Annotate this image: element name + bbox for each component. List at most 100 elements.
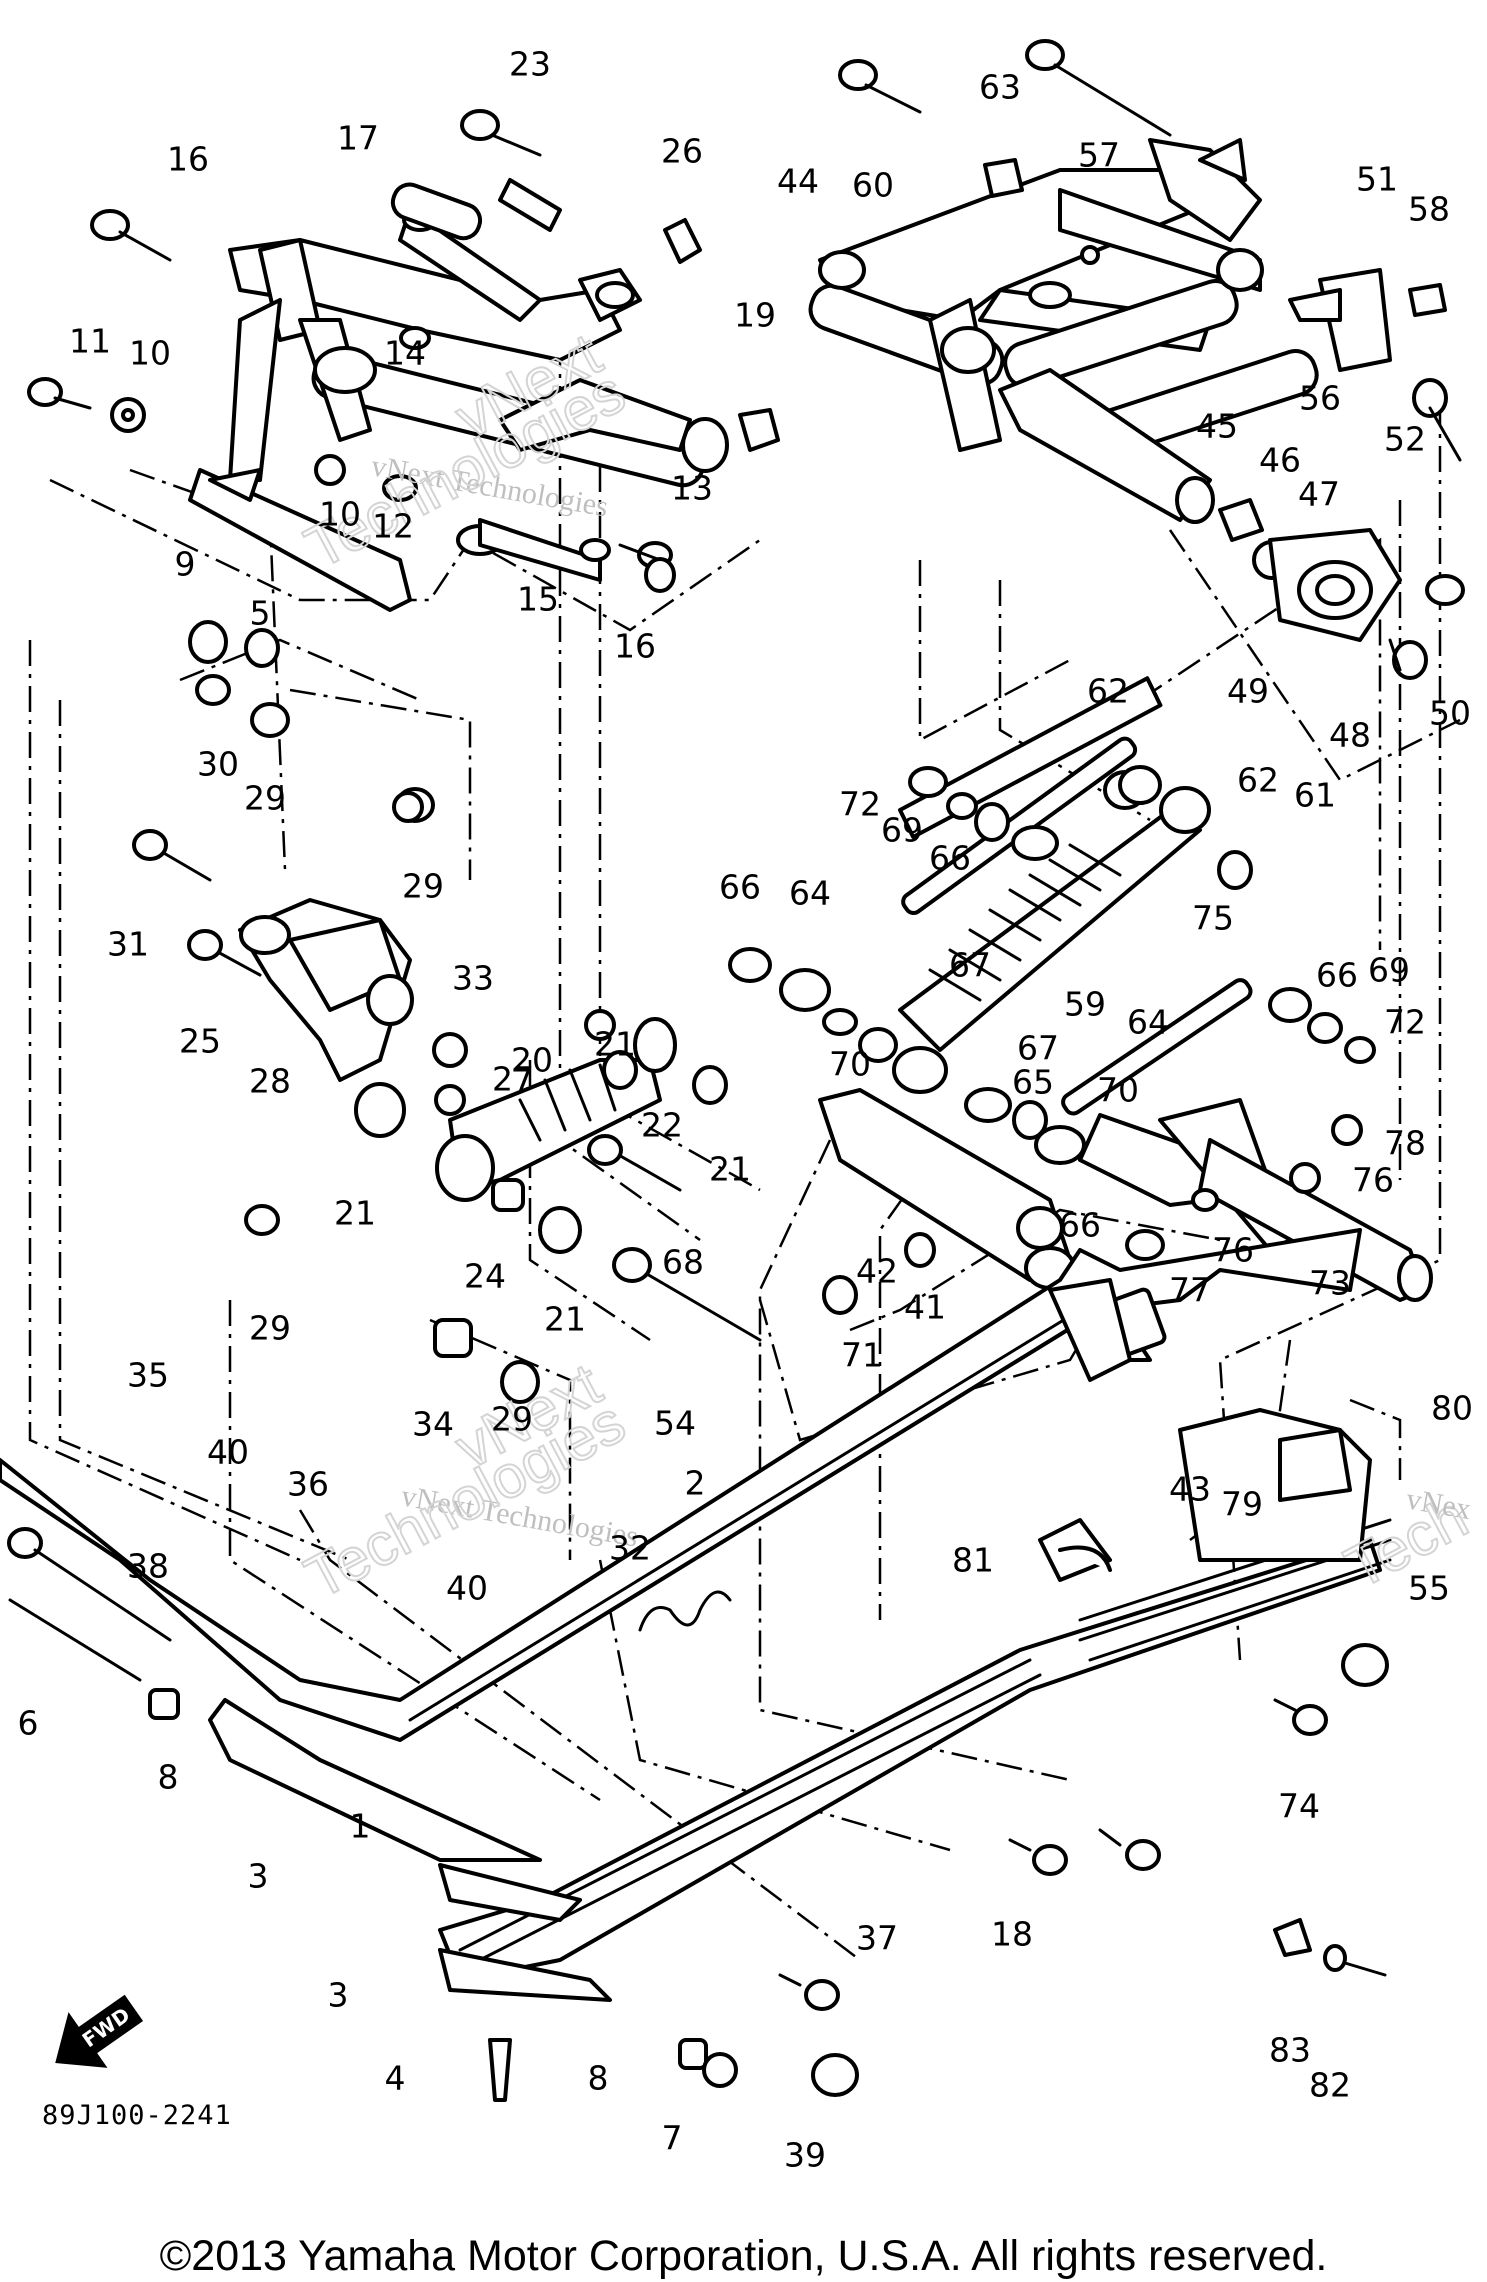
part-number-label: 16 xyxy=(167,140,209,179)
part-number-label: 70 xyxy=(1097,1071,1139,1110)
part-number-label: 55 xyxy=(1408,1569,1450,1608)
fwd-arrow-icon: FWD xyxy=(55,1994,144,2068)
part-number-label: 62 xyxy=(1237,761,1279,800)
part-number-label: 38 xyxy=(127,1547,169,1586)
part-number-label: 67 xyxy=(949,946,991,985)
part-number-label: 64 xyxy=(789,874,831,913)
front-shock-assembly xyxy=(132,620,728,1404)
rear-hardware xyxy=(838,39,1465,680)
part-number-label: 60 xyxy=(852,166,894,205)
part-number-label: 45 xyxy=(1196,407,1238,446)
part-number-label: 36 xyxy=(287,1465,329,1504)
part-number-label: 66 xyxy=(1316,956,1358,995)
rear-arm-assembly xyxy=(808,138,1392,524)
part-number-label: 21 xyxy=(709,1150,751,1189)
part-number-label: 20 xyxy=(511,1041,553,1080)
part-number-label: 51 xyxy=(1356,160,1398,199)
part-number-label: 67 xyxy=(1017,1029,1059,1068)
front-arm-assembly xyxy=(188,178,729,612)
rear-shock-assembly xyxy=(612,676,1433,1342)
slide-rails xyxy=(0,1228,1392,2002)
part-number-label: 1 xyxy=(350,1807,371,1846)
part-number-label: 83 xyxy=(1269,2031,1311,2070)
part-number-label: 29 xyxy=(244,779,286,818)
part-number-label: 49 xyxy=(1227,672,1269,711)
copyright-notice: ©2013 Yamaha Motor Corporation, U.S.A. A… xyxy=(159,2232,1328,2280)
part-number-label: 64 xyxy=(1127,1003,1169,1042)
part-number-label: 13 xyxy=(671,469,713,508)
part-number-label: 22 xyxy=(641,1106,683,1145)
part-number-label: 44 xyxy=(777,162,819,201)
part-number-label: 72 xyxy=(1384,1003,1426,1042)
part-number-label: 54 xyxy=(654,1404,696,1443)
part-number-label: 76 xyxy=(1352,1161,1394,1200)
part-number-label: 31 xyxy=(107,925,149,964)
part-number-label: 2 xyxy=(685,1464,706,1503)
part-number-label: 76 xyxy=(1212,1231,1254,1270)
part-number-label: 78 xyxy=(1384,1124,1426,1163)
part-number-label: 14 xyxy=(384,334,426,373)
part-number-label: 42 xyxy=(856,1252,898,1291)
front-hardware xyxy=(27,109,780,593)
part-number-label: 27 xyxy=(492,1060,534,1099)
part-number-label: 81 xyxy=(952,1541,994,1580)
part-number-label: 58 xyxy=(1408,190,1450,229)
part-number-label: 65 xyxy=(1012,1063,1054,1102)
part-number-label: 73 xyxy=(1309,1264,1351,1303)
part-number-label: 8 xyxy=(588,2059,609,2098)
part-number-label: 72 xyxy=(839,785,881,824)
part-number-label: 9 xyxy=(175,545,196,584)
part-number-label: 16 xyxy=(614,627,656,666)
part-number-label: 10 xyxy=(319,495,361,534)
part-number-label: 41 xyxy=(904,1288,946,1327)
part-number-label: 21 xyxy=(544,1300,586,1339)
part-number-label: 52 xyxy=(1384,420,1426,459)
part-number-label: 10 xyxy=(129,334,171,373)
part-number-label: 34 xyxy=(412,1405,454,1444)
diagram-code: 89J100-2241 xyxy=(42,2100,232,2131)
part-number-label: 80 xyxy=(1431,1389,1473,1428)
part-number-label: 7 xyxy=(662,2119,683,2158)
part-number-label: 62 xyxy=(1087,672,1129,711)
part-number-label: 40 xyxy=(446,1569,488,1608)
part-number-label: 11 xyxy=(69,322,111,361)
part-number-label: 15 xyxy=(517,580,559,619)
rail-hardware xyxy=(7,1527,1389,2102)
part-number-label: 57 xyxy=(1078,136,1120,175)
part-number-label: 50 xyxy=(1429,694,1471,733)
part-number-label: 69 xyxy=(1368,951,1410,990)
part-number-label: 17 xyxy=(337,119,379,158)
part-number-label: 68 xyxy=(662,1243,704,1282)
part-number-label: 61 xyxy=(1294,776,1336,815)
part-number-label: 21 xyxy=(334,1194,376,1233)
part-number-label: 39 xyxy=(784,2136,826,2175)
part-number-label: 8 xyxy=(158,1758,179,1797)
part-number-label: 79 xyxy=(1221,1485,1263,1524)
part-number-label: 23 xyxy=(509,45,551,84)
part-number-label: 21 xyxy=(594,1025,636,1064)
part-number-label: 35 xyxy=(127,1356,169,1395)
part-number-label: 3 xyxy=(328,1976,349,2015)
part-number-label: 82 xyxy=(1309,2066,1351,2105)
part-number-label: 74 xyxy=(1278,1787,1320,1826)
part-number-label: 66 xyxy=(929,839,971,878)
part-number-label: 70 xyxy=(829,1045,871,1084)
part-number-label: 56 xyxy=(1299,379,1341,418)
part-number-label: 43 xyxy=(1169,1470,1211,1509)
part-number-label: 59 xyxy=(1064,985,1106,1024)
part-number-label: 46 xyxy=(1259,441,1301,480)
part-number-label: 69 xyxy=(881,811,923,850)
part-number-label: 66 xyxy=(719,868,761,907)
part-number-label: 6 xyxy=(18,1704,39,1743)
part-number-label: 25 xyxy=(179,1022,221,1061)
part-number-label: 3 xyxy=(248,1857,269,1896)
part-number-label: 12 xyxy=(372,507,414,546)
part-number-label: 66 xyxy=(1059,1206,1101,1245)
part-number-label: 47 xyxy=(1298,475,1340,514)
part-number-label: 33 xyxy=(452,959,494,998)
part-number-label: 75 xyxy=(1192,899,1234,938)
part-number-label: 63 xyxy=(979,68,1021,107)
part-number-label: 26 xyxy=(661,132,703,171)
